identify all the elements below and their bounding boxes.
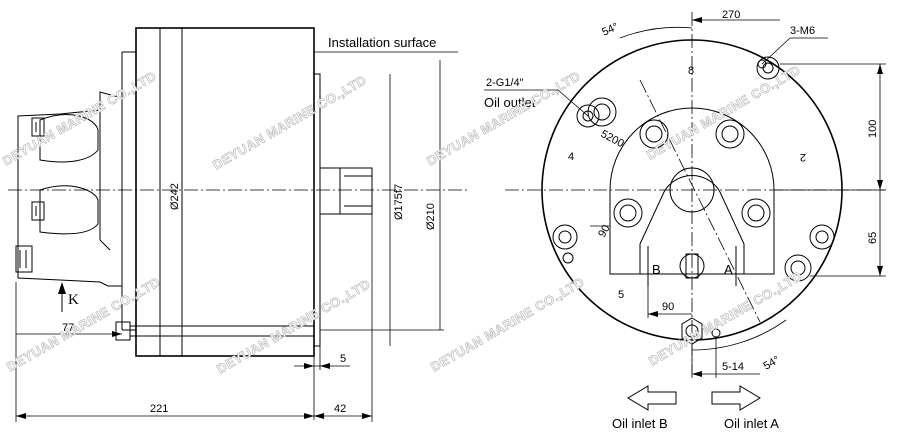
mounting-hole-inner	[747, 204, 765, 222]
flange-hole	[784, 254, 812, 282]
dim-5: 5	[340, 353, 346, 365]
num-8: 8	[688, 65, 694, 77]
valve-block	[17, 91, 123, 287]
dim-90-horizontal: 90	[662, 301, 674, 313]
watermark: DEYUAN MARINE CO.,LTD	[4, 274, 163, 374]
mounting-hole	[741, 198, 771, 228]
m6-leader	[761, 37, 791, 65]
bottom-bolt-head	[115, 321, 131, 341]
num-5: 5	[618, 289, 624, 301]
bolts-label: 3-M6	[790, 25, 815, 37]
m6-hole	[757, 59, 767, 69]
dim-242: Ø242	[169, 183, 181, 210]
oil-outlet-port-label: 2-G1/4"	[486, 77, 524, 89]
angle-54-bottom-arc	[691, 319, 787, 351]
watermark: DEYUAN MARINE CO.,LTD	[428, 274, 587, 374]
dim-arrow	[304, 363, 314, 369]
dim-5-14: 5-14	[722, 361, 744, 373]
watermark: DEYUAN MARINE CO.,LTD	[0, 68, 159, 168]
dim-270: 270	[722, 9, 740, 21]
dim-arrow	[692, 371, 702, 377]
front-view: B A 8 4 2 5 270 54° 3-M6 2-G1/4" Oil out…	[484, 9, 886, 431]
mounting-hole-inner	[619, 204, 637, 222]
mounting-hole-inner	[645, 125, 663, 143]
oil-outlet-port-inner	[582, 110, 594, 122]
dim-arrow	[648, 311, 658, 317]
mounting-hole	[639, 119, 669, 149]
inner-shape	[609, 107, 775, 275]
dim-221: 221	[150, 403, 168, 415]
dim-210: Ø210	[425, 203, 437, 230]
flange-hole	[809, 224, 835, 250]
dim-arrow	[320, 363, 330, 369]
num-4: 4	[568, 151, 574, 163]
oil-inlet-b-label: Oil inlet B	[612, 416, 668, 431]
flange-hole	[587, 97, 617, 127]
oil-inlet-b-arrow	[627, 385, 677, 411]
hex-screw-bottom	[15, 245, 33, 273]
valve-body-middle	[39, 185, 99, 235]
angle-54-top-arc	[619, 26, 693, 39]
dim-arrow	[304, 413, 314, 419]
hex-port-bore	[685, 324, 699, 338]
watermark: DEYUAN MARINE CO.,LTD	[210, 72, 369, 172]
outlet-leader	[557, 89, 589, 117]
dim-77: 77	[62, 322, 74, 334]
flange-hole-inner	[593, 103, 611, 121]
front-diag-center-line	[639, 79, 761, 323]
dim-65: 65	[867, 232, 879, 244]
housing-body	[135, 27, 315, 357]
port-slot	[685, 253, 699, 279]
dim-arrow	[112, 331, 122, 337]
shaft-bore	[669, 167, 715, 213]
port-b-label: B	[652, 262, 661, 277]
watermark: DEYUAN MARINE CO.,LTD	[644, 62, 803, 162]
angle-54-bottom: 54°	[762, 354, 782, 373]
dim-200: 5200	[599, 128, 626, 150]
m6-hole	[562, 252, 574, 264]
dim-arrow	[692, 17, 702, 23]
flange-hole-inner	[762, 62, 774, 74]
hex-screw-top	[31, 117, 45, 137]
watermark: DEYUAN MARINE CO.,LTD	[646, 268, 805, 368]
oil-outlet-label: Oil outlet	[484, 95, 536, 110]
num-2: 2	[800, 151, 806, 163]
dim-90-vertical: 90	[596, 223, 613, 240]
flange-hole	[756, 56, 780, 80]
dim-arrow	[16, 413, 26, 419]
dim-42: 42	[334, 403, 346, 415]
dim-100: 100	[867, 120, 879, 138]
mounting-hole	[715, 119, 745, 149]
flange-holes	[552, 56, 835, 338]
mounting-holes	[613, 119, 771, 228]
hex-screw-middle	[31, 201, 45, 221]
k-arrow-head	[58, 282, 66, 294]
oil-inlet-a-arrow	[711, 385, 761, 411]
dim-arrow	[877, 266, 883, 276]
dim-arrow	[362, 413, 372, 419]
side-view: K Installation surface Ø242 Ø175f7 Ø210 …	[8, 27, 470, 422]
valve-block-edge	[99, 239, 111, 251]
inner-port-block	[639, 175, 745, 275]
dim-arrow	[877, 180, 883, 190]
dim-arrow	[314, 413, 324, 419]
flange-hole-inner	[815, 230, 829, 244]
mounting-hole-inner	[721, 125, 739, 143]
dim-arrow	[877, 64, 883, 74]
flange-hole-inner	[558, 230, 572, 244]
flange-hole-inner	[790, 260, 806, 276]
mounting-hole	[613, 198, 643, 228]
shaft	[319, 167, 373, 215]
angle-54-top: 54°	[600, 21, 620, 39]
k-label: K	[68, 292, 79, 308]
oil-inlet-a-label: Oil inlet A	[724, 416, 779, 431]
port-a-label: A	[724, 262, 733, 277]
installation-surface-label: Installation surface	[328, 35, 436, 50]
flange-hole	[552, 224, 578, 250]
dim-175: Ø175f7	[393, 184, 405, 220]
oil-outlet-port	[576, 104, 600, 128]
valve-body-top	[39, 114, 99, 163]
